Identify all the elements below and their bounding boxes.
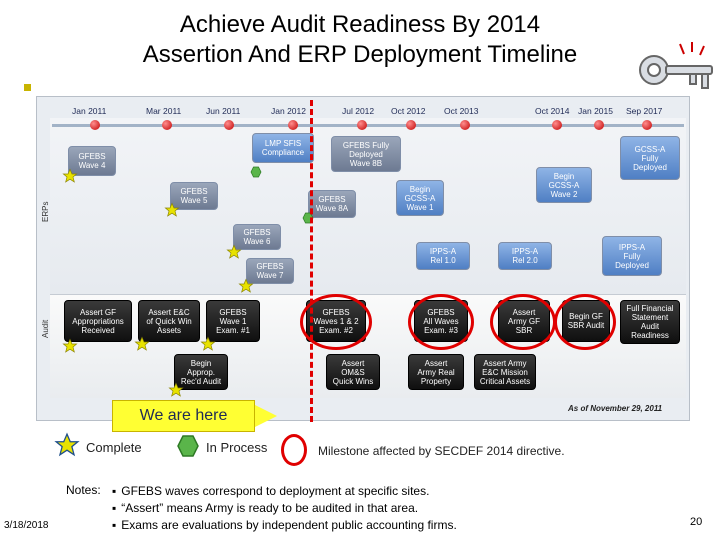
hexagon-icon	[250, 166, 262, 178]
gfebs-wave-6-box: GFEBS Wave 6	[233, 224, 281, 250]
timeline-tick	[357, 120, 367, 130]
date-label: Mar 2011	[146, 106, 182, 116]
timeline-tick	[460, 120, 470, 130]
legend-in-process: In Process	[206, 440, 268, 455]
begin-gcss-wave-1-box: Begin GCSS-A Wave 1	[396, 180, 444, 216]
star-icon	[62, 338, 78, 353]
star-icon	[134, 336, 150, 351]
red-ring-icon	[408, 294, 474, 350]
lmp-sfis-box: LMP SFIS Compliance	[252, 133, 314, 163]
title-bullet	[24, 84, 31, 91]
title-line-1: Achieve Audit Readiness By 2014	[179, 11, 541, 38]
date-label: Jan 2015	[578, 106, 613, 116]
gfebs-wave-5-box: GFEBS Wave 5	[170, 182, 218, 210]
timeline-tick	[162, 120, 172, 130]
date-label: Jan 2012	[271, 106, 306, 116]
full-financial-statement-box: Full Financial Statement Audit Readiness	[620, 300, 680, 344]
star-icon	[54, 432, 80, 457]
begin-gcss-wave-2-box: Begin GCSS-A Wave 2	[536, 167, 592, 203]
notes-list: GFEBS waves correspond to deployment at …	[112, 483, 592, 534]
erps-label: ERPs	[41, 201, 50, 222]
page-number: 20	[690, 516, 703, 528]
slide-title: Achieve Audit Readiness By 2014 Assertio…	[60, 10, 660, 70]
assert-army-real-property-box: Assert Army Real Property	[408, 354, 464, 390]
note-item: “Assert” means Army is ready to be audit…	[112, 500, 592, 517]
red-ring-icon	[281, 434, 307, 466]
assert-ec-quick-win-box: Assert E&C of Quick Win Assets	[138, 300, 200, 342]
date-label: Sep 2017	[626, 106, 663, 116]
star-icon	[62, 168, 78, 183]
assert-gf-appropriations-box: Assert GF Appropriations Received	[64, 300, 132, 342]
note-item: GFEBS waves correspond to deployment at …	[112, 483, 592, 500]
red-ring-icon	[300, 294, 372, 350]
gfebs-wave-8b-box: GFEBS Fully Deployed Wave 8B	[331, 136, 401, 172]
note-item: Exams are evaluations by independent pub…	[112, 517, 592, 534]
star-icon	[238, 278, 254, 293]
gfebs-wave-8a-box: GFEBS Wave 8A	[308, 190, 356, 218]
star-icon	[226, 244, 242, 259]
star-icon	[168, 382, 184, 397]
timeline-axis	[52, 124, 684, 127]
timeline-tick	[288, 120, 298, 130]
timeline-tick	[406, 120, 416, 130]
assert-ec-mission-critical-box: Assert Army E&C Mission Critical Assets	[474, 354, 536, 390]
date-label: Oct 2013	[444, 106, 479, 116]
gcss-fully-deployed-box: GCSS-A Fully Deployed	[620, 136, 680, 180]
date-label: Jun 2011	[206, 106, 241, 116]
red-ring-icon	[554, 294, 616, 350]
title-line-2: Assertion And ERP Deployment Timeline	[142, 41, 578, 68]
gfebs-wave-4-box: GFEBS Wave 4	[68, 146, 116, 176]
hexagon-icon	[177, 435, 199, 457]
star-icon	[200, 336, 216, 351]
timeline-tick	[90, 120, 100, 130]
ippsa-rel-2-box: IPPS-A Rel 2.0	[498, 242, 552, 270]
timeline-tick	[552, 120, 562, 130]
ippsa-fully-deployed-box: IPPS-A Fully Deployed	[602, 236, 662, 276]
we-are-here-callout: We are here	[112, 400, 255, 432]
timeline-tick	[594, 120, 604, 130]
date-label: Oct 2014	[535, 106, 570, 116]
date-label: Jan 2011	[72, 106, 107, 116]
keys-icon	[639, 42, 713, 89]
date-label: Jul 2012	[342, 106, 375, 116]
ippsa-rel-1-box: IPPS-A Rel 1.0	[416, 242, 470, 270]
current-date-line	[310, 100, 313, 422]
assert-oms-quick-wins-box: Assert OM&S Quick Wins	[326, 354, 380, 390]
callout-arrow	[255, 405, 277, 427]
date-label: Oct 2012	[391, 106, 426, 116]
red-ring-icon	[490, 294, 556, 350]
timeline-tick	[224, 120, 234, 130]
as-of-date: As of November 29, 2011	[568, 404, 663, 413]
begin-approp-audit-box: Begin Approp. Rec'd Audit	[174, 354, 228, 390]
legend-complete: Complete	[86, 440, 142, 455]
audit-label: Audit	[41, 319, 50, 338]
notes-label: Notes:	[66, 483, 101, 497]
timeline-tick	[642, 120, 652, 130]
gfebs-wave-7-box: GFEBS Wave 7	[246, 258, 294, 284]
gfebs-exam-1-box: GFEBS Wave 1 Exam. #1	[206, 300, 260, 342]
footer-date: 3/18/2018	[4, 520, 49, 531]
star-icon	[164, 202, 180, 217]
legend-milestone: Milestone affected by SECDEF 2014 direct…	[318, 444, 565, 458]
